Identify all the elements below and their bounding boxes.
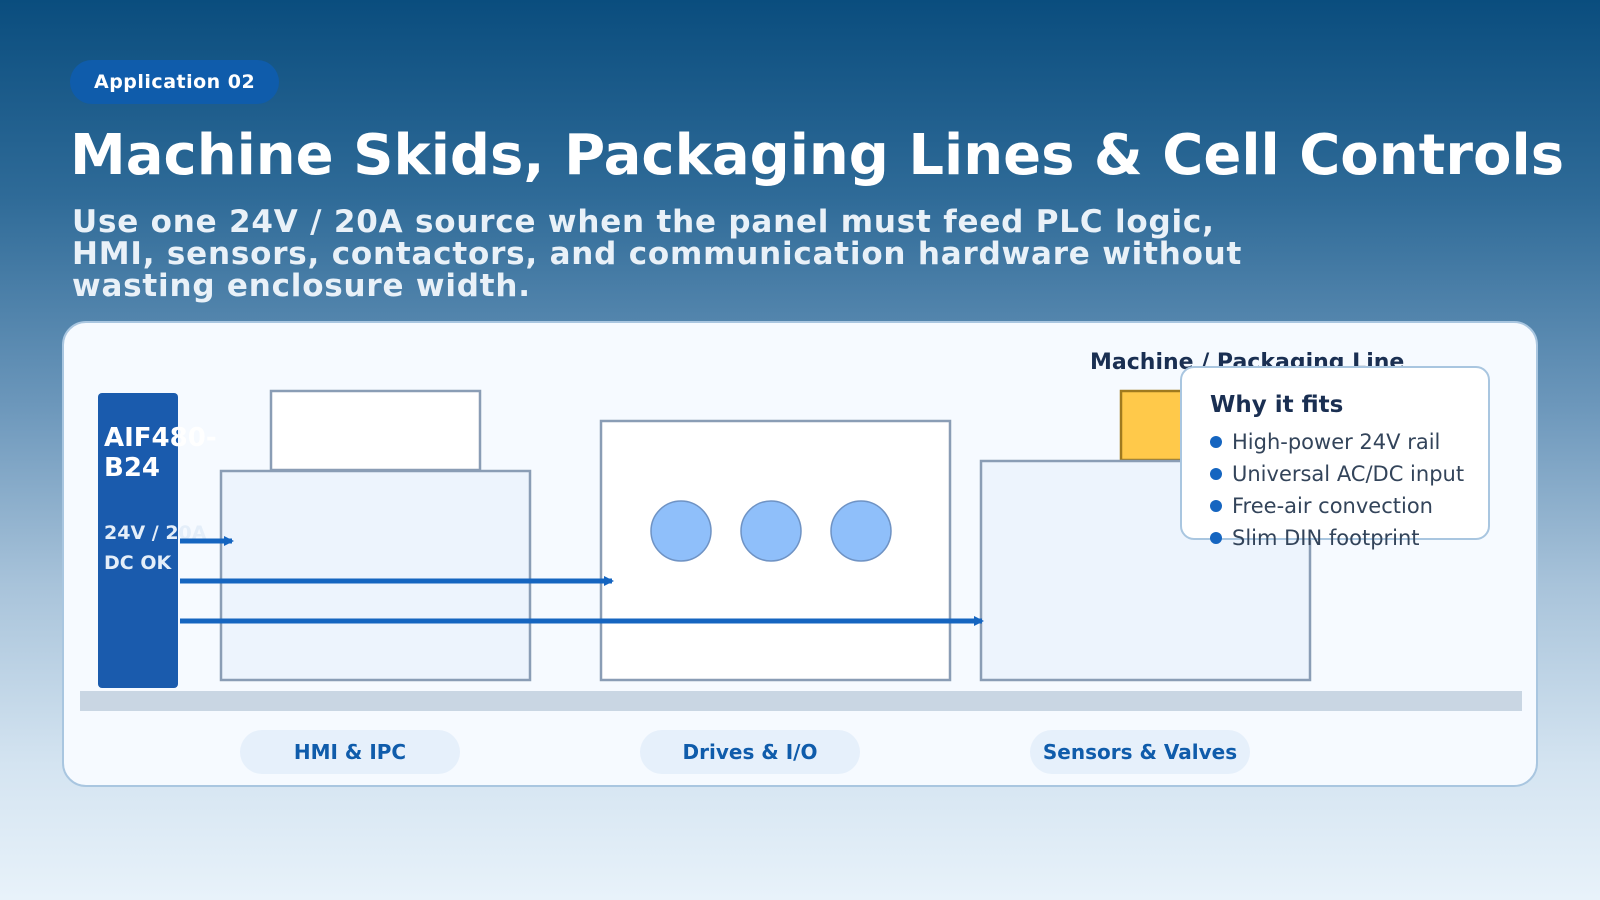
benefit-text: Universal AC/DC input bbox=[1232, 462, 1465, 486]
benefit-text: Free-air convection bbox=[1232, 494, 1433, 518]
psu-model-line2: B24 bbox=[104, 453, 160, 483]
info-card-title: Why it fits bbox=[1210, 392, 1344, 418]
bullet-dot-icon bbox=[1210, 436, 1222, 448]
benefit-text: Slim DIN footprint bbox=[1232, 526, 1420, 550]
application-badge: Application 02 bbox=[70, 60, 280, 104]
hmi-ipc-enclosure bbox=[219, 469, 532, 682]
benefit-item: Universal AC/DC input bbox=[1210, 458, 1488, 490]
benefit-item: Free-air convection bbox=[1210, 490, 1488, 522]
io-terminal-2 bbox=[740, 500, 802, 562]
benefit-text: High-power 24V rail bbox=[1232, 430, 1441, 454]
page-subtitle: Use one 24V / 20A source when the panel … bbox=[72, 204, 1243, 304]
io-terminal-1 bbox=[650, 500, 712, 562]
io-terminal-3 bbox=[830, 500, 892, 562]
bullet-dot-icon bbox=[1210, 532, 1222, 544]
din-rail bbox=[80, 691, 1522, 711]
benefit-item: High-power 24V rail bbox=[1210, 426, 1488, 458]
page-title: Machine Skids, Packaging Lines & Cell Co… bbox=[70, 123, 1565, 188]
why-it-fits-card: Why it fits High-power 24V rail Universa… bbox=[1180, 366, 1490, 550]
bullet-dot-icon bbox=[1210, 500, 1222, 512]
benefit-item: Slim DIN footprint bbox=[1210, 522, 1488, 554]
psu-status: DC OK bbox=[104, 552, 172, 574]
power-supply-unit bbox=[98, 393, 178, 688]
hmi-screen bbox=[269, 389, 482, 472]
benefit-list: High-power 24V rail Universal AC/DC inpu… bbox=[1210, 426, 1488, 554]
bullet-dot-icon bbox=[1210, 468, 1222, 480]
psu-model-line1: AIF480- bbox=[104, 423, 217, 453]
zone-label-drives-io: Drives & I/O bbox=[640, 730, 860, 774]
zone-label-hmi-ipc: HMI & IPC bbox=[240, 730, 460, 774]
zone-label-sensors-valves: Sensors & Valves bbox=[1030, 730, 1250, 774]
